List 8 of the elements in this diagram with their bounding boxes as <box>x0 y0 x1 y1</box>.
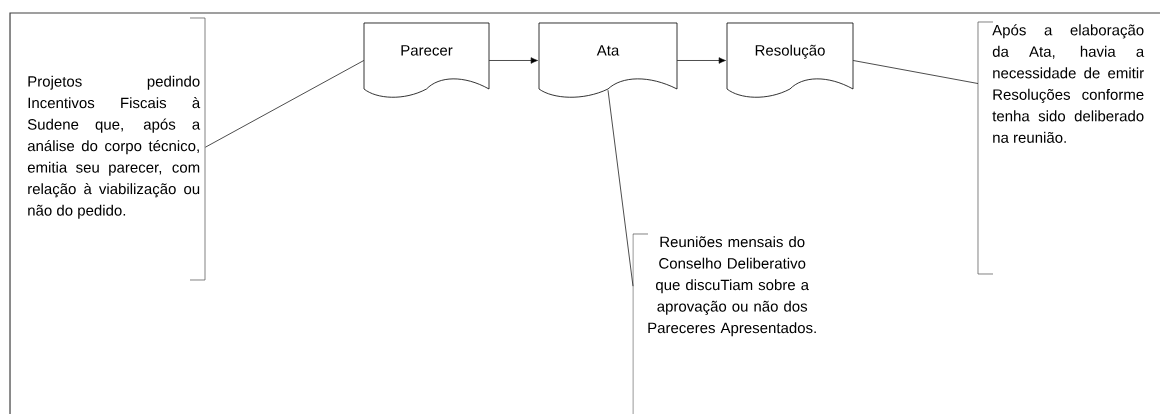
callout: Após a elaboração da Ata, havia a necessidade de emitir Resoluções conforme tenha sido deliberado na reunião. <box>977 21 1145 275</box>
callout: Projetos pedindo Incentivos Fiscais à Sudene que, após a análise do corpo técnico, emitia seu parecer, com relação à viabilização ou não do pedido. <box>27 17 206 281</box>
leader-line <box>852 60 979 84</box>
arrow <box>676 57 726 64</box>
leader-line <box>607 89 634 287</box>
callout: Reuniões mensais do Conselho Deliberativo que discuTiam sobre a aprovação ou não dos Pareceres Apresentados. <box>632 233 816 414</box>
arrow <box>488 57 538 64</box>
leader-line <box>205 60 365 148</box>
